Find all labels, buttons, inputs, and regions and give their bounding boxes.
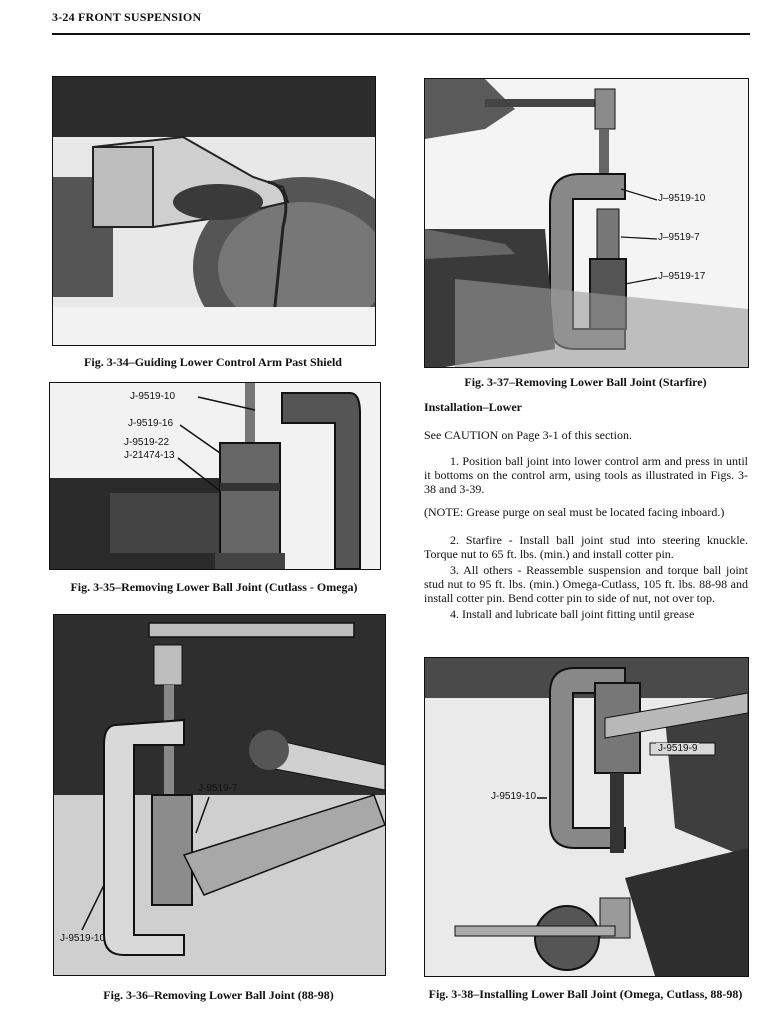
page-header: 3-24 FRONT SUSPENSION bbox=[52, 10, 202, 24]
note-paragraph: (NOTE: Grease purge on seal must be loca… bbox=[424, 505, 725, 519]
section-heading: Installation–Lower bbox=[424, 400, 523, 414]
caution-paragraph: See CAUTION on Page 3-1 of this section. bbox=[424, 428, 632, 442]
step-3: 3. All others - Reassemble suspension an… bbox=[424, 563, 748, 605]
header-rule bbox=[52, 33, 750, 35]
fig-3-35-callout-1: J-9519-10 bbox=[130, 391, 176, 402]
fig-3-34-photo bbox=[52, 76, 376, 346]
fig-3-35-photo bbox=[49, 382, 381, 570]
fig-3-38-callout-2: J-9519-10 bbox=[491, 791, 537, 802]
step-4: 4. Install and lubricate ball joint fitt… bbox=[450, 607, 695, 621]
fig-3-36-caption: Fig. 3-36–Removing Lower Ball Joint (88-… bbox=[103, 988, 334, 1002]
fig-3-34-caption: Fig. 3-34–Guiding Lower Control Arm Past… bbox=[84, 355, 342, 369]
step-2: 2. Starfire - Install ball joint stud in… bbox=[424, 533, 748, 561]
fig-3-38-callout-1: J-9519-9 bbox=[656, 743, 700, 754]
fig-3-37-caption: Fig. 3-37–Removing Lower Ball Joint (Sta… bbox=[464, 375, 707, 389]
step-1: 1. Position ball joint into lower contro… bbox=[424, 454, 748, 496]
fig-3-35-callout-3: J-9519-22 bbox=[124, 437, 170, 448]
fig-3-38-photo bbox=[424, 657, 749, 977]
fig-3-35-caption: Fig. 3-35–Removing Lower Ball Joint (Cut… bbox=[70, 580, 358, 594]
fig-3-37-callout-3: J–9519-17 bbox=[658, 271, 706, 282]
fig-3-36-callout-1: J-9519-7 bbox=[198, 783, 238, 794]
fig-3-36-photo bbox=[53, 614, 386, 976]
fig-3-37-callout-1: J–9519-10 bbox=[658, 193, 706, 204]
fig-3-38-caption: Fig. 3-38–Installing Lower Ball Joint (O… bbox=[428, 987, 743, 1001]
fig-3-37-photo bbox=[424, 78, 749, 368]
installation-text: Installation–Lower See CAUTION on Page 3… bbox=[424, 400, 748, 621]
fig-3-35-callout-2: J-9519-16 bbox=[128, 418, 174, 429]
fig-3-37-callout-2: J–9519-7 bbox=[658, 232, 700, 243]
fig-3-36-callout-2: J-9519-10 bbox=[60, 933, 106, 944]
fig-3-35-callout-4: J-21474-13 bbox=[124, 450, 175, 461]
